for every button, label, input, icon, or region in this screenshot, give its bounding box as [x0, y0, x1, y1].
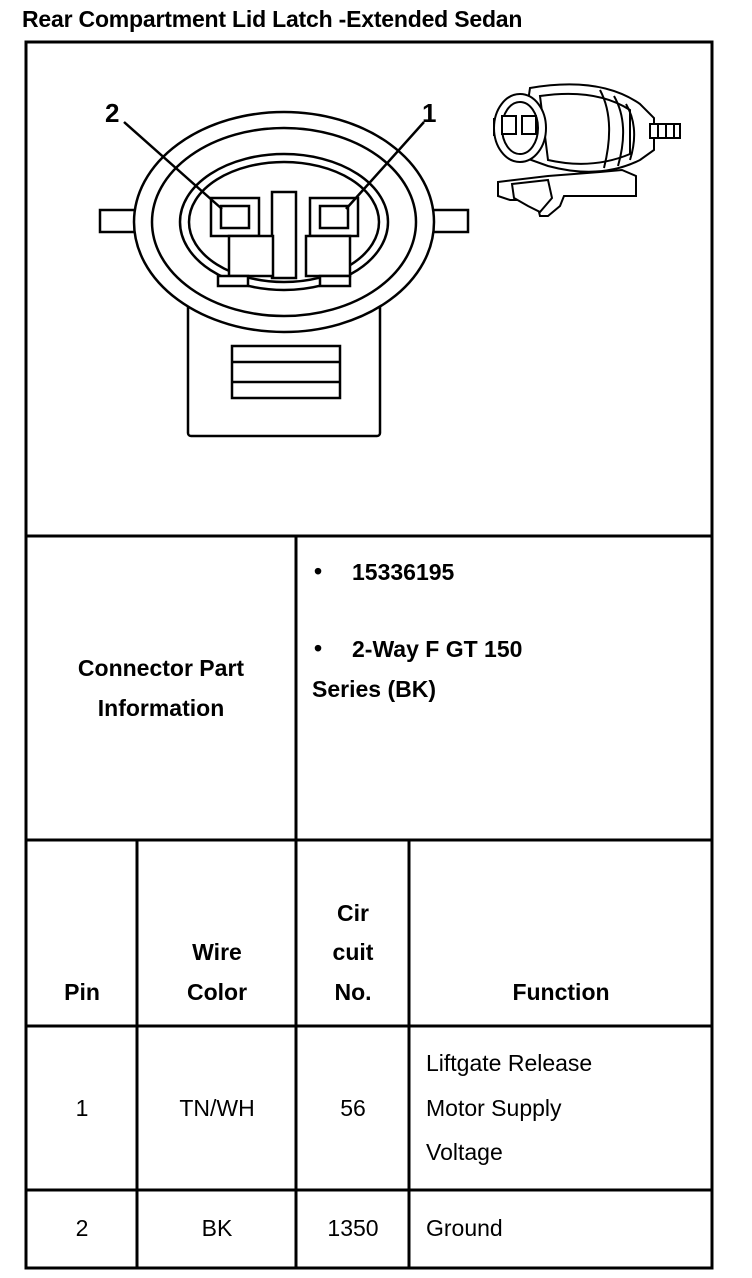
header-wire-color-line2: Color: [186, 979, 248, 1005]
row1-function-line1: Liftgate Release: [426, 1050, 593, 1076]
connector-info-label-line1: Connector Part: [77, 655, 245, 681]
pin-leader-lines: [123, 121, 425, 210]
header-wire-color-line1: Wire: [192, 939, 242, 965]
header-circuit-line2: cuit: [332, 939, 374, 965]
connector-description-line1: 2-Way F GT 150: [352, 636, 523, 662]
header-circuit-line3: No.: [334, 979, 372, 1005]
row2-circuit: 1350: [327, 1215, 379, 1241]
table-grid: [24, 40, 714, 1270]
bullet-icon: •: [314, 558, 323, 584]
header-pin: Pin: [64, 979, 100, 1005]
pin-label-1: 1: [422, 98, 437, 128]
row1-pin: 1: [75, 1095, 89, 1121]
row1-function-line2: Motor Supply: [426, 1095, 562, 1121]
part-number: 15336195: [352, 559, 455, 585]
row1-wire-color: TN/WH: [179, 1095, 255, 1121]
row2-function: Ground: [426, 1215, 503, 1241]
row1-function-line3: Voltage: [426, 1139, 503, 1165]
connector-description-line2: Series (BK): [312, 676, 436, 702]
pin-label-2: 2: [105, 98, 120, 128]
page-title: Rear Compartment Lid Latch -Extended Sed…: [22, 6, 523, 32]
row1-circuit: 56: [340, 1095, 366, 1121]
connector-isometric-thumbnail: [493, 83, 681, 217]
row2-pin: 2: [75, 1215, 89, 1241]
connector-face: [98, 110, 470, 438]
header-function: Function: [512, 979, 610, 1005]
header-circuit-line1: Cir: [337, 900, 369, 926]
connector-info-label-line2: Information: [97, 695, 225, 721]
row2-wire-color: BK: [201, 1215, 233, 1241]
bullet-icon: •: [314, 635, 323, 661]
